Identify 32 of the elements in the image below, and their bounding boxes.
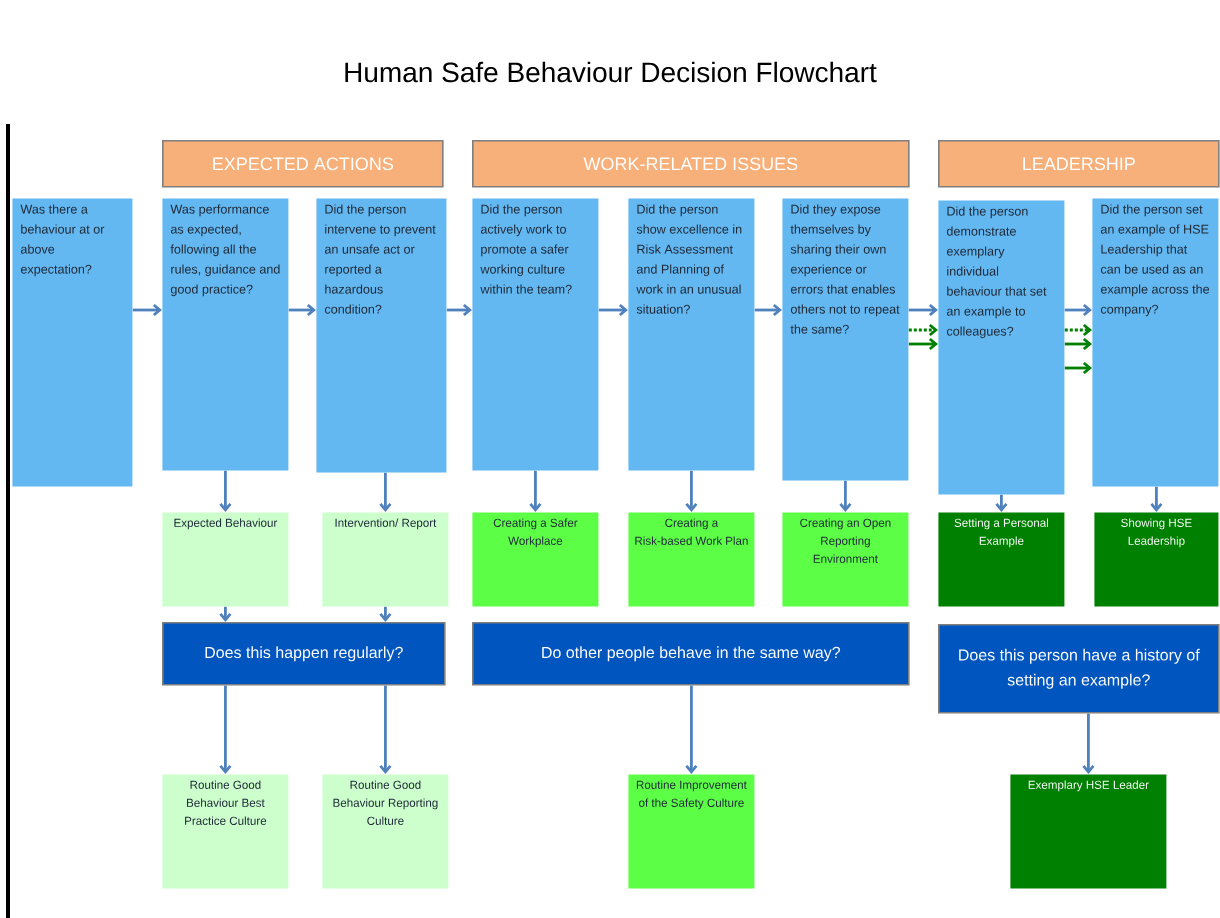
arrow [908, 303, 938, 317]
arrow [1082, 713, 1095, 774]
arrow [685, 685, 698, 774]
arrow [685, 470, 698, 512]
arrow [379, 685, 392, 774]
arrow [598, 303, 628, 317]
arrow [219, 606, 232, 622]
header-band: LEADERSHIP [938, 140, 1220, 188]
arrow [908, 323, 938, 337]
decision-box: Does this person have a history of setting an example? [938, 624, 1220, 714]
arrow [995, 494, 1008, 512]
arrow [839, 480, 852, 512]
arrow [132, 303, 162, 317]
arrow [529, 470, 542, 512]
header-band: WORK-RELATED ISSUES [472, 140, 910, 188]
arrow [754, 303, 782, 317]
arrow [446, 303, 472, 317]
header-band: EXPECTED ACTIONS [162, 140, 444, 188]
arrow [1150, 486, 1163, 512]
arrow [379, 606, 392, 622]
arrow [288, 303, 316, 317]
decision-box: Do other people behave in the same way? [472, 622, 910, 686]
decision-box: Does this happen regularly? [162, 622, 446, 686]
title: Human Safe Behaviour Decision Flowchart [345, 61, 877, 83]
arrow [219, 470, 232, 512]
arrow [379, 472, 392, 512]
arrow [1064, 323, 1092, 337]
arrow [908, 337, 938, 351]
arrow [219, 685, 232, 775]
arrow [1064, 337, 1092, 351]
arrow [1064, 303, 1092, 317]
arrow [1064, 361, 1092, 375]
